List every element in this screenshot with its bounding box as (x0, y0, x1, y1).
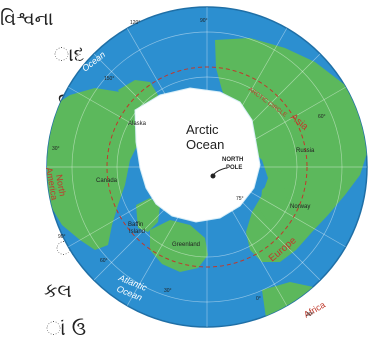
arctic-ocean-label: Ocean (186, 137, 224, 152)
eurasia-land (215, 38, 367, 262)
norway-land (260, 180, 288, 222)
greenland-label: Greenland (172, 242, 200, 248)
north-pole-label: POLE (226, 165, 242, 171)
degree-label: 120° (130, 20, 140, 26)
degree-label: 150° (104, 76, 114, 82)
degree-label: 30° (306, 312, 314, 318)
degree-label: 90° (200, 18, 208, 24)
baffin-island-land (136, 198, 160, 232)
north-america-label: North (54, 174, 68, 197)
canada-label: Canada (96, 178, 118, 184)
degree-label: 30° (164, 288, 172, 294)
degree-label: 75° (236, 196, 244, 202)
degree-label: 30° (52, 146, 60, 152)
degree-label: 0° (256, 296, 261, 302)
russia-label: Russia (296, 148, 315, 154)
degree-label: 90° (58, 234, 66, 240)
north-pole-label: NORTH (222, 157, 243, 163)
baffin-island-label: Baffin (128, 222, 143, 228)
side-text-line: વિશ્વના (0, 8, 54, 30)
baffin-island-label: Island (129, 229, 145, 235)
graticule (47, 7, 367, 327)
side-text-line: કલ (44, 280, 72, 302)
degree-label: 60° (318, 114, 326, 120)
arctic-ocean-label: Arctic (186, 122, 219, 137)
arctic-circle-line (106, 66, 308, 268)
side-text-line: ાં ઉ (46, 318, 87, 340)
greenland-land (150, 220, 208, 272)
arctic-ice (134, 87, 261, 223)
north-pole-arrow-icon (213, 167, 227, 175)
north-pole-marker (210, 173, 216, 179)
north-america-land (47, 88, 150, 250)
degree-label: 60° (100, 258, 108, 264)
side-text-line: ાદ (54, 44, 85, 66)
norway-label: Norway (290, 204, 310, 210)
alaska-label: Alaska (128, 121, 147, 127)
